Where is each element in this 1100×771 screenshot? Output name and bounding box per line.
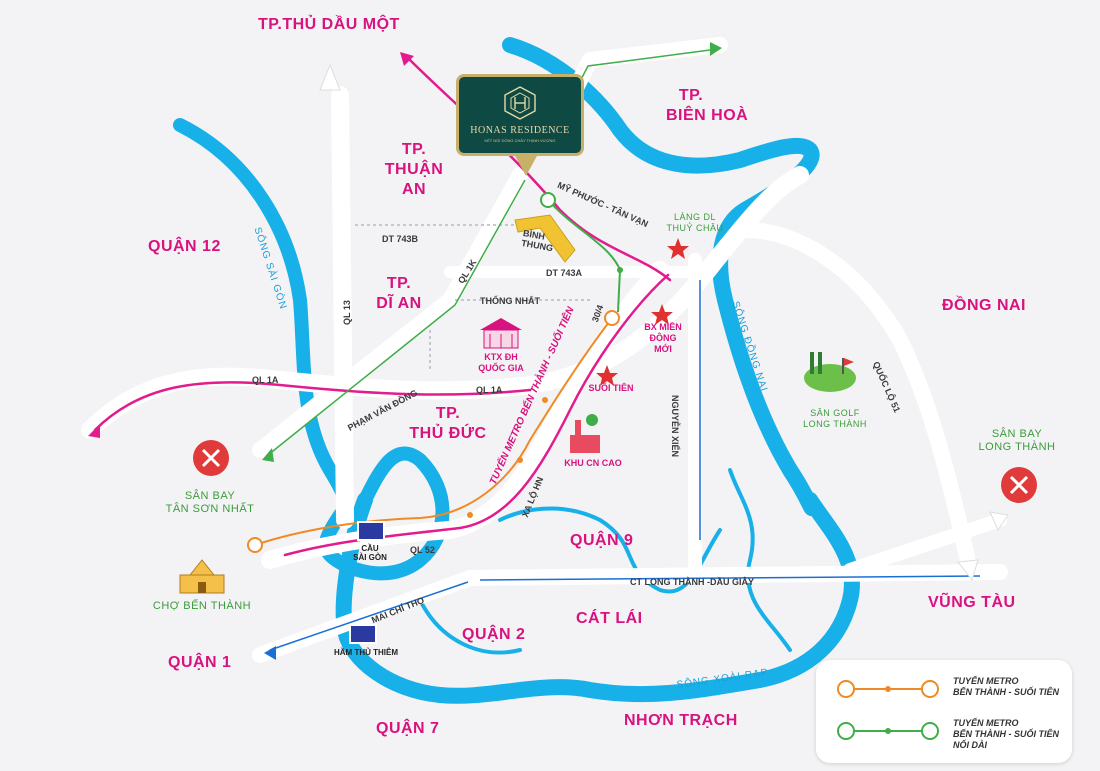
road-ql51 [737, 222, 978, 578]
metro-stations [247, 192, 623, 553]
area-quan-9: QUẬN 9 [570, 532, 634, 549]
road-label-ql13: QL 13 [342, 300, 352, 325]
ham-thu-thiem-icon [349, 624, 377, 644]
poi-san-golf: SÂN GOLF LONG THÀNH [803, 408, 867, 429]
cau-sai-gon-icon [357, 521, 385, 541]
arrow-heads-magenta [88, 52, 414, 438]
poi-khu-cn-cao: KHU CN CAO [564, 458, 622, 468]
road-label-ql1a-left: QL 1A [252, 375, 279, 385]
golf-icon [804, 352, 856, 392]
road-label-ql1a-mid: QL 1A [476, 385, 503, 395]
poi-ham-thu-thiem: HẦM THỦ THIÊM [334, 648, 398, 657]
area-thuan-an: TP. THUẬN AN [384, 141, 444, 198]
river-tributary-2 [728, 468, 792, 652]
honas-logo-icon [504, 86, 536, 120]
road-label-thong-nhat: THỐNG NHẤT [480, 296, 540, 306]
project-name: HONAS RESIDENCE [470, 125, 570, 136]
road-label-dt743b: DT 743B [382, 234, 419, 244]
river-tributary-3 [418, 598, 522, 655]
poi-san-bay-tsn: SÂN BAY TÂN SƠN NHẤT [165, 490, 255, 515]
area-cat-lai: CÁT LÁI [576, 610, 643, 627]
poi-cho-ben-thanh: CHỢ BẾN THÀNH [152, 600, 252, 612]
poi-suoi-tien: SUỐI TIÊN [588, 383, 634, 393]
star-icon-bx-mien-dong [651, 304, 673, 325]
poi-lang-dl-thuy-chau: LÀNG DL THUỶ CHÂU [666, 212, 724, 233]
area-nhon-trach: NHƠN TRẠCH [624, 712, 738, 729]
poi-ktx: KTX ĐH QUỐC GIA [478, 352, 524, 373]
road-label-ct-long-thanh: CT LONG THÀNH -DẦU GIÂY [630, 577, 754, 587]
legend-green-line-icon [837, 722, 939, 740]
area-vung-tau: VŨNG TÀU [928, 594, 1016, 611]
roads [81, 37, 1008, 663]
dotted-roads [355, 224, 590, 370]
area-bien-hoa: TP. BIÊN HOÀ [666, 87, 749, 124]
poi-bx-mien-dong: BX MIỀN ĐÔNG MỚI [644, 322, 682, 354]
logo-pointer [514, 154, 538, 176]
legend: TUYẾN METRO BẾN THÀNH - SUỐI TIÊN TUYẾN … [816, 660, 1072, 763]
star-icon-suoi-tien [596, 365, 618, 386]
area-quan-2: QUẬN 2 [462, 626, 526, 643]
stars [596, 238, 689, 386]
star-icon-thuy-chau [667, 238, 689, 259]
university-icon [480, 318, 522, 349]
metro-green-line [547, 199, 622, 313]
legend-green-text: TUYẾN METRO BẾN THÀNH - SUỐI TIÊN NỐI DÀ… [953, 718, 1060, 750]
area-quan-1: QUẬN 1 [168, 654, 232, 671]
arrow-heads-other [262, 42, 1009, 660]
poi-san-bay-long-thanh: SÂN BAY LONG THÀNH [978, 428, 1056, 453]
airport-long-thanh-icon [1001, 467, 1037, 503]
area-quan-12: QUẬN 12 [148, 238, 221, 255]
area-quan-7: QUẬN 7 [376, 720, 440, 737]
airport-tsn-icon [193, 440, 229, 476]
road-label-dt743a: DT 743A [546, 268, 583, 278]
metro-orange-line [254, 317, 613, 546]
legend-row-orange: TUYẾN METRO BẾN THÀNH - SUỐI TIÊN [828, 674, 1068, 710]
project-logo[interactable]: HONAS RESIDENCE KẾT NỐI DÒNG CHẢY THỊNH … [456, 74, 584, 156]
poi-cau-sai-gon: CẦU SÀI GÒN [353, 544, 387, 562]
river-sai-gon [173, 118, 450, 581]
legend-row-green: TUYẾN METRO BẾN THÀNH - SUỐI TIÊN NỐI DÀ… [828, 716, 1068, 752]
factory-icon [570, 414, 600, 453]
area-thu-duc: TP. THỦ ĐỨC [409, 405, 487, 442]
market-icon [179, 559, 225, 594]
road-vung-tau [843, 513, 1007, 577]
area-di-an: TP. DĨ AN [376, 275, 422, 312]
road-ql1k [252, 167, 528, 458]
legend-orange-line-icon [837, 680, 939, 698]
road-ql1a [81, 166, 809, 439]
road-ct-long-thanh [462, 564, 1008, 586]
road-label-ql52: QL 52 [410, 545, 435, 555]
area-thu-dau-mot: TP.THỦ DẦU MỘT [258, 16, 400, 33]
road-label-nguyen-xien: NGUYỄN XIỂN [670, 395, 680, 458]
area-dong-nai: ĐỒNG NAI [942, 297, 1026, 314]
project-tagline: KẾT NỐI DÒNG CHẢY THỊNH VƯỢNG [484, 138, 556, 143]
road-ql13 [331, 86, 354, 529]
legend-orange-text: TUYẾN METRO BẾN THÀNH - SUỐI TIÊN [953, 676, 1060, 697]
binh-thung-outline [514, 214, 576, 263]
